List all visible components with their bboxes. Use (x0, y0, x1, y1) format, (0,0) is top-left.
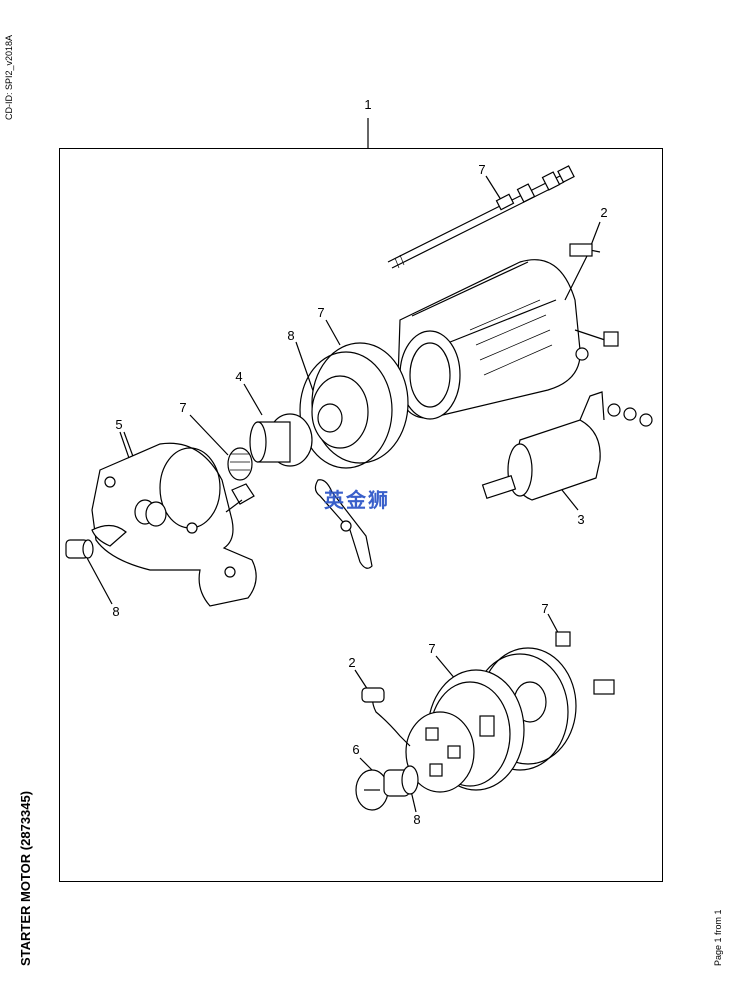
callout-8-bush: 8 (112, 604, 120, 619)
drawing-frame (59, 148, 663, 882)
callout-7-plate: 7 (317, 305, 325, 320)
drive-end-plate (299, 342, 409, 469)
callout-8-shaft: 8 (287, 328, 295, 343)
callout-6: 6 (352, 742, 360, 757)
callout-4: 4 (235, 369, 243, 384)
watermark-text: 英金狮 (324, 488, 390, 512)
callout-2-lower: 2 (348, 655, 356, 670)
end-cap-bearing (355, 765, 419, 811)
stator-housing (397, 243, 619, 420)
callout-2-upper: 2 (600, 205, 608, 220)
callout-3: 3 (577, 512, 585, 527)
brush-holder (361, 687, 495, 793)
through-bolt (387, 165, 575, 269)
callout-8-bearing: 8 (413, 812, 421, 827)
shift-lever (314, 479, 373, 569)
callout-7-housing: 7 (428, 641, 436, 656)
callout-1: 1 (364, 97, 372, 112)
callout-7-pinion: 7 (179, 400, 187, 415)
pinion-clutch (227, 413, 313, 481)
solenoid (481, 391, 653, 501)
bush (65, 539, 94, 559)
drive-end-housing (91, 442, 257, 607)
callout-5: 5 (115, 417, 123, 432)
callout-7-bolt: 7 (478, 162, 486, 177)
callout-7-screw: 7 (541, 601, 549, 616)
